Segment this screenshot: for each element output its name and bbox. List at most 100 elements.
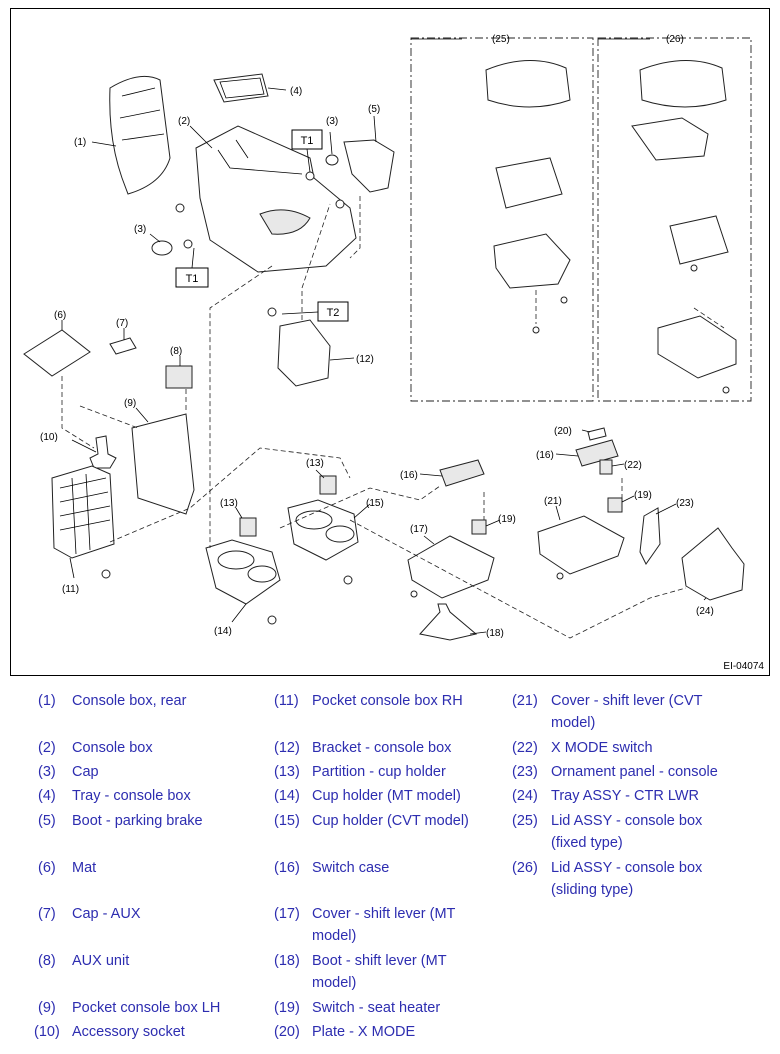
legend-number: (14) <box>274 788 300 804</box>
legend-label: Cup holder (CVT model) <box>312 813 469 829</box>
ref-box-t2: T2 <box>327 307 340 319</box>
legend-number: (26) <box>512 860 538 876</box>
part-ornament-panel-console <box>639 507 661 565</box>
callout-labels: (1) (2) (3) (3) (4) (5) (6) (7) (8) (9) … <box>40 34 714 639</box>
legend-number: (1) <box>38 693 56 709</box>
part-pocket-console-rh <box>51 465 115 559</box>
legend-label: Boot - parking brake <box>72 813 203 829</box>
part-lid-fixed-base <box>493 233 571 289</box>
callout-17: (17) <box>410 524 428 535</box>
callout-23: (23) <box>676 498 694 509</box>
part-lid-sliding-rail <box>631 117 709 161</box>
part-switch-case-mt <box>439 459 485 487</box>
callout-22: (22) <box>624 460 642 471</box>
part-cap-aux <box>109 337 137 355</box>
legend-label: Lid ASSY - console box (fixed type) <box>551 813 703 851</box>
callout-6: (6) <box>54 310 66 321</box>
legend-label: Partition - cup holder <box>312 764 446 780</box>
part-mat <box>23 329 91 377</box>
legend-label: Boot - shift lever (MT model) <box>312 953 447 991</box>
part-lid-sliding-pad <box>639 60 727 108</box>
part-accessory-socket <box>89 435 117 469</box>
legend-label: Cap <box>72 764 99 780</box>
legend-number: (8) <box>38 953 56 969</box>
callout-26: (26) <box>666 34 684 45</box>
callout-5: (5) <box>368 104 380 115</box>
legend-number: (18) <box>274 953 300 969</box>
legend-number: (20) <box>274 1024 300 1040</box>
part-partition-upper <box>319 475 337 495</box>
legend-label: AUX unit <box>72 953 130 969</box>
part-pocket-console-lh <box>131 413 195 515</box>
callout-1: (1) <box>74 137 86 148</box>
legend-label: Pocket console box RH <box>312 693 463 709</box>
legend-label: Cap - AUX <box>72 906 141 922</box>
part-plate-x-mode <box>587 427 607 441</box>
callout-19-cvt: (19) <box>634 490 652 501</box>
callout-4: (4) <box>290 86 302 97</box>
callout-16-mt: (16) <box>400 470 418 481</box>
legend-label: Mat <box>72 860 97 876</box>
ref-box-t1-lower: T1 <box>186 273 199 285</box>
part-lid-fixed-pad <box>485 60 571 108</box>
legend-number: (21) <box>512 693 538 709</box>
figure-id: EI-04074 <box>723 661 764 672</box>
legend-label: Tray ASSY - CTR LWR <box>551 788 699 804</box>
callout-10: (10) <box>40 432 58 443</box>
callout-21: (21) <box>544 496 562 507</box>
legend-label: Cover - shift lever (CVT model) <box>551 693 703 731</box>
callout-25: (25) <box>492 34 510 45</box>
legend-label: Lid ASSY - console box (sliding type) <box>551 860 703 898</box>
legend-number: (13) <box>274 764 300 780</box>
legend-number: (12) <box>274 740 300 756</box>
legend-number: (9) <box>38 1000 56 1016</box>
lid-group-26-frame <box>597 37 752 402</box>
part-boot-shift-lever-mt <box>419 603 478 641</box>
part-bracket-console-box <box>277 319 331 387</box>
callout-20: (20) <box>554 426 572 437</box>
part-x-mode-switch <box>599 459 613 475</box>
legend-label: Console box <box>72 740 153 756</box>
part-tray-ctr-lwr <box>681 527 745 601</box>
legend-number: (5) <box>38 813 56 829</box>
legend-number: (16) <box>274 860 300 876</box>
legend-number: (11) <box>274 693 299 709</box>
legend-number: (7) <box>38 906 56 922</box>
callout-24: (24) <box>696 606 714 617</box>
legend-label: Pocket console box LH <box>72 1000 221 1016</box>
legend-label: Cup holder (MT model) <box>312 788 461 804</box>
part-switch-case-cvt <box>575 439 619 467</box>
parts-legend: (1)Console box, rear(2)Console box(3)Cap… <box>0 690 780 1050</box>
callout-15: (15) <box>366 498 384 509</box>
callout-12: (12) <box>356 354 374 365</box>
callout-9: (9) <box>124 398 136 409</box>
part-console-box <box>195 125 357 273</box>
part-boot-parking-brake <box>343 139 395 193</box>
callout-11: (11) <box>62 584 79 595</box>
part-partition-lower <box>239 517 257 537</box>
part-seat-heater-switch-mt <box>471 519 487 535</box>
callout-16-cvt: (16) <box>536 450 554 461</box>
legend-label: Console box, rear <box>72 693 187 709</box>
part-console-box-rear <box>109 75 171 195</box>
legend-label: Switch - seat heater <box>312 1000 441 1016</box>
exploded-parts-diagram: T1 T1 T2 (1) (2) (3) (3) (4) (5) (6) (7)… <box>10 8 770 676</box>
legend-label: Tray - console box <box>72 788 191 804</box>
callout-18: (18) <box>486 628 504 639</box>
fasteners <box>101 171 730 625</box>
legend-number: (25) <box>512 813 538 829</box>
callout-14: (14) <box>214 626 232 637</box>
callout-2: (2) <box>178 116 190 127</box>
legend-label: X MODE switch <box>551 740 653 756</box>
legend-number: (4) <box>38 788 56 804</box>
ref-box-t2-frame <box>317 301 349 322</box>
part-lid-sliding-base <box>657 315 737 379</box>
legend-number: (24) <box>512 788 538 804</box>
part-cover-shift-lever-cvt <box>537 515 625 575</box>
legend-label: Cover - shift lever (MT model) <box>312 906 456 944</box>
legend-number: (15) <box>274 813 300 829</box>
legend-label: Plate - X MODE <box>312 1024 416 1040</box>
part-cap-lower <box>151 240 173 256</box>
lid-group-25-frame <box>410 37 594 402</box>
ref-box-t1-upper: T1 <box>301 135 314 147</box>
